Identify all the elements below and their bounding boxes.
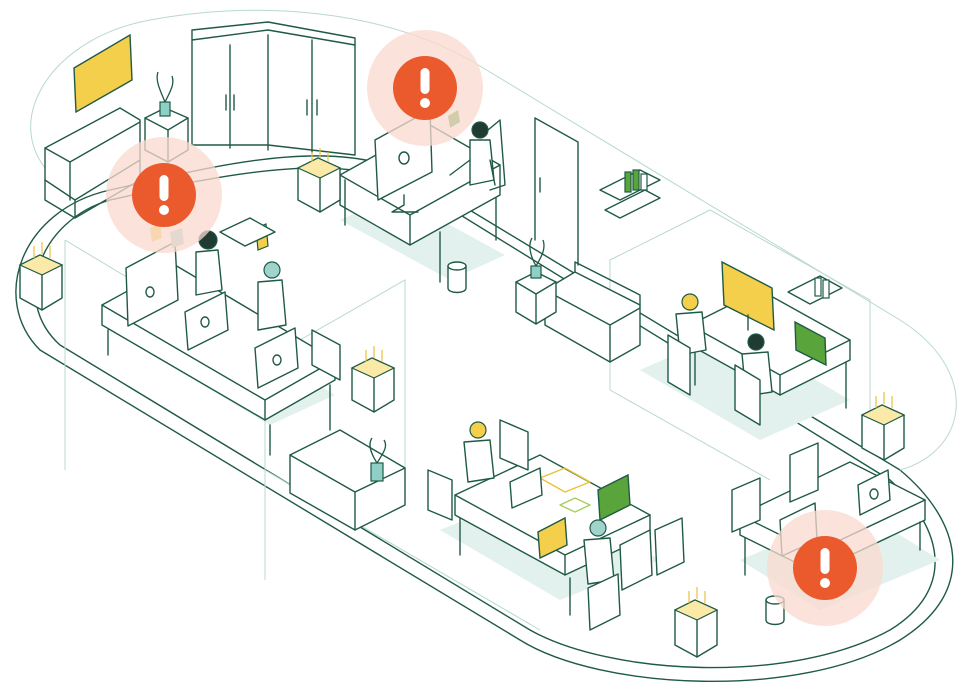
chair-icon xyxy=(587,573,621,631)
chair-icon xyxy=(667,334,691,396)
chair-icon xyxy=(789,442,819,503)
monitor-icon xyxy=(721,260,775,332)
person-bottom-2 xyxy=(583,519,615,585)
person-left-2 xyxy=(257,261,287,331)
wall-shelf xyxy=(599,169,661,219)
sensor-icon xyxy=(18,242,64,311)
chair-icon xyxy=(734,364,761,426)
alert-icon xyxy=(793,536,857,600)
person-bottom-1 xyxy=(463,421,495,483)
chair-icon xyxy=(731,477,761,533)
alert-meeting-room[interactable] xyxy=(367,30,483,146)
chair-icon xyxy=(311,329,341,381)
sensor-icon xyxy=(673,587,719,658)
alert-icon xyxy=(393,56,457,120)
laptop-icon xyxy=(509,467,543,509)
laptop-icon xyxy=(184,291,229,351)
chair-icon xyxy=(427,469,453,521)
wall-display xyxy=(73,33,133,114)
alert-icon xyxy=(132,163,196,227)
laptop-icon xyxy=(597,473,631,522)
laptop-icon xyxy=(857,469,891,516)
sensor-icon xyxy=(860,392,906,461)
plant-icon xyxy=(515,237,557,325)
storage-cabinet xyxy=(289,429,406,531)
alert-reception-desk[interactable] xyxy=(106,137,222,253)
chair-icon xyxy=(619,529,653,591)
person-left-1 xyxy=(195,230,223,296)
laptop-icon xyxy=(254,327,299,389)
sensor-icon xyxy=(350,346,396,413)
meeting-room-right xyxy=(667,260,851,426)
door xyxy=(534,117,579,266)
laptop-icon xyxy=(537,516,568,560)
trash-can xyxy=(447,261,467,294)
alert-lounge[interactable] xyxy=(767,510,883,626)
sofa-icon xyxy=(544,261,641,363)
laptop-icon xyxy=(794,320,827,367)
chair-icon xyxy=(654,517,685,576)
person-reception xyxy=(449,121,496,186)
sensor-icon xyxy=(296,148,342,213)
chair-icon xyxy=(499,419,529,471)
collab-table xyxy=(427,419,685,631)
cabinet xyxy=(191,21,356,156)
open-desk-left xyxy=(101,217,341,456)
